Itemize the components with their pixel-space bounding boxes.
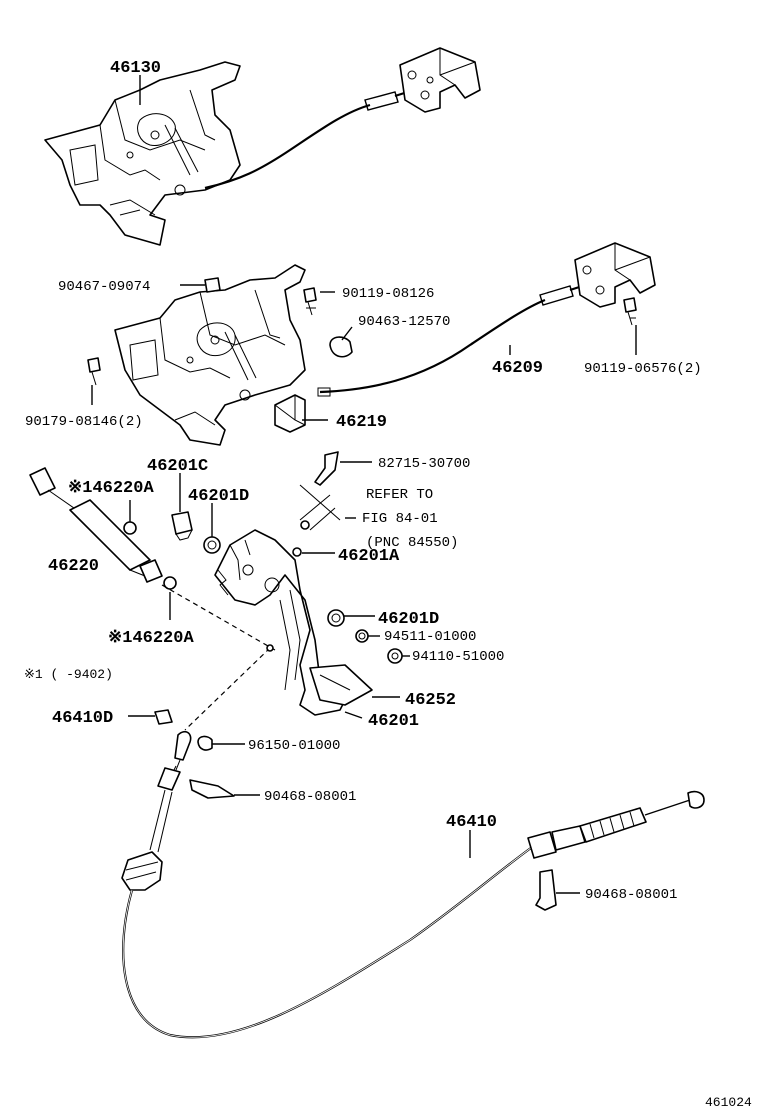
assembly-46130-drawing (44, 47, 481, 246)
callout-labels: 46130 90467-09074 90119-08126 90463-1257… (24, 59, 752, 1110)
applicability-note: ※1 ( -9402) (24, 667, 113, 682)
label-90119-06576: 90119-06576(2) (584, 361, 702, 377)
label-90179-08146: 90179-08146(2) (25, 414, 143, 430)
label-90467-09074: 90467-09074 (58, 279, 150, 295)
label-46220A-top: ※146220A (68, 479, 154, 498)
refer-note-line2: FIG 84-01 (362, 511, 438, 527)
figure-number: 461024 (705, 1095, 752, 1110)
washer-symbols (358, 632, 399, 660)
label-46201A: 46201A (338, 547, 400, 566)
label-46219: 46219 (336, 413, 387, 432)
pedal-assembly-drawing (29, 451, 403, 799)
label-46220A-mid: ※146220A (108, 629, 194, 648)
label-90463-12570: 90463-12570 (358, 314, 450, 330)
label-82715-30700: 82715-30700 (378, 456, 470, 472)
label-46201D-top: 46201D (188, 487, 249, 506)
label-46252: 46252 (405, 691, 456, 710)
label-46201C: 46201C (147, 457, 208, 476)
label-94110-51000: 94110-51000 (412, 649, 504, 665)
label-46209: 46209 (492, 359, 543, 378)
leader-lines (91, 75, 637, 894)
label-90119-08126: 90119-08126 (342, 286, 434, 302)
label-46130: 46130 (110, 59, 161, 78)
label-46410D: 46410D (52, 709, 113, 728)
cable-46410-drawing (121, 730, 705, 1039)
label-90468-08001-bottom: 90468-08001 (585, 887, 677, 903)
refer-note-line3: (PNC 84550) (366, 535, 458, 551)
refer-note-line1: REFER TO (366, 487, 433, 503)
assembly-exploded-drawing (87, 242, 656, 446)
label-46201: 46201 (368, 712, 419, 731)
label-46410: 46410 (446, 813, 497, 832)
label-46220: 46220 (48, 557, 99, 576)
label-90468-08001-top: 90468-08001 (264, 789, 356, 805)
label-94511-01000: 94511-01000 (384, 629, 476, 645)
label-46201D-mid: 46201D (378, 610, 439, 629)
label-96150-01000: 96150-01000 (248, 738, 340, 754)
